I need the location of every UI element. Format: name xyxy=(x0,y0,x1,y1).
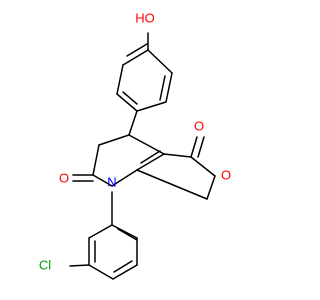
lactam-oxygen-label: O xyxy=(59,170,69,185)
bond xyxy=(116,93,138,112)
bond xyxy=(113,260,133,273)
bond xyxy=(147,49,173,74)
bond xyxy=(206,175,216,200)
atom-label-layer: HO O O O N Cl xyxy=(39,10,231,272)
bond xyxy=(116,64,124,95)
bond xyxy=(122,91,138,105)
nitrogen-label: N xyxy=(107,174,116,189)
bond xyxy=(190,156,216,177)
chlorine-label: Cl xyxy=(39,257,51,272)
bond xyxy=(111,169,138,187)
bond xyxy=(159,75,166,101)
bond xyxy=(136,169,208,200)
bond xyxy=(69,264,90,267)
bond xyxy=(140,150,161,164)
bond xyxy=(88,264,114,280)
bond xyxy=(190,136,198,158)
ketone-oxygen-label: O xyxy=(194,118,204,133)
bond xyxy=(92,174,113,187)
bond xyxy=(163,153,192,158)
bond xyxy=(88,224,113,239)
bond xyxy=(122,49,149,66)
bond xyxy=(126,43,148,57)
bond-layer xyxy=(69,32,216,280)
molecule-structure: HO O O O N Cl xyxy=(39,10,231,280)
bond xyxy=(92,144,100,176)
bond xyxy=(165,72,173,103)
ring-oxygen-label: O xyxy=(221,167,231,182)
bond xyxy=(112,264,138,280)
bond xyxy=(197,136,205,158)
bond xyxy=(136,101,167,112)
bond xyxy=(128,134,165,155)
bond xyxy=(111,224,138,239)
molecule-canvas: HO O O O N Cl xyxy=(38,10,232,280)
bond xyxy=(136,153,165,171)
bond xyxy=(128,110,138,136)
bond xyxy=(117,228,138,241)
hydroxyl-label: HO xyxy=(135,10,155,25)
bond xyxy=(98,134,130,146)
